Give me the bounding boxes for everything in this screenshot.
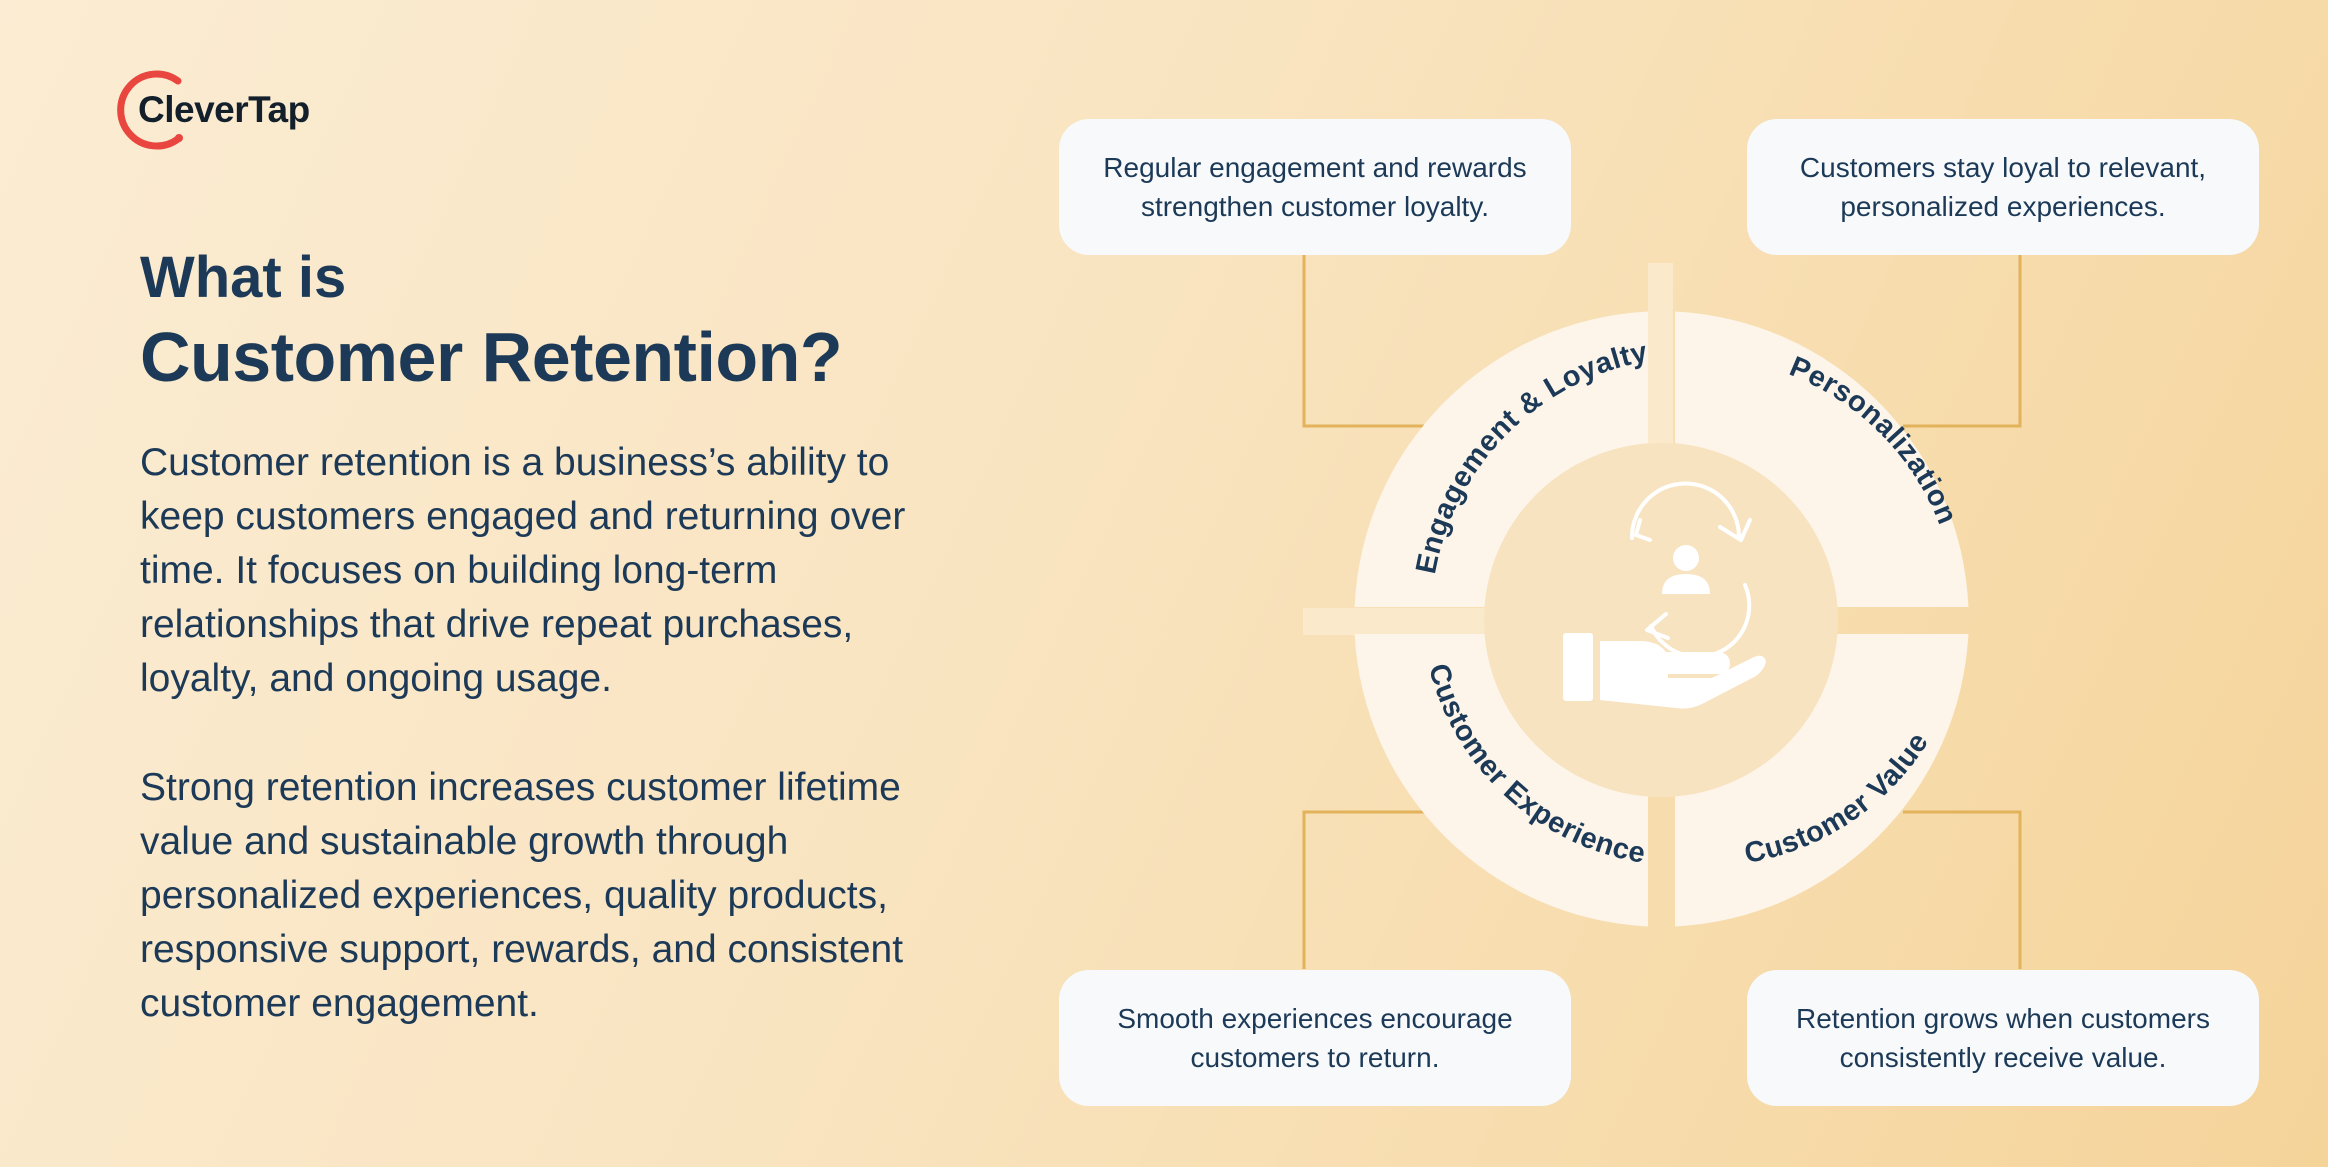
page-title-line1: What is — [140, 245, 347, 310]
intro-paragraph: Customer retention is a business’s abili… — [140, 441, 906, 700]
segment-customer-experience — [1354, 634, 1648, 927]
customer-retention-hand-icon — [1563, 481, 1766, 709]
benefits-paragraph: Strong retention increases customer life… — [140, 766, 904, 1025]
card-text: Smooth experiences encourage customers t… — [1117, 1003, 1513, 1073]
card-text: Regular engagement and rewards strengthe… — [1103, 152, 1527, 222]
clevertap-logo-icon — [117, 70, 183, 150]
segment-customer-value — [1675, 634, 1969, 927]
segment-engagement-loyalty — [1354, 311, 1648, 607]
card-text: Retention grows when customers consisten… — [1796, 1003, 2210, 1073]
segment-personalization — [1675, 311, 1969, 607]
card-text: Customers stay loyal to relevant, person… — [1799, 152, 2207, 222]
brand-logo: CleverTap — [108, 70, 310, 150]
card-customer-value: Retention grows when customers consisten… — [1747, 970, 2259, 1106]
page-title-line2: Customer Retention? — [140, 318, 843, 396]
card-customer-experience: Smooth experiences encourage customers t… — [1059, 970, 1571, 1106]
card-engagement-loyalty: Regular engagement and rewards strengthe… — [1059, 119, 1571, 255]
page-title: What is Customer Retention? — [140, 242, 843, 400]
card-personalization: Customers stay loyal to relevant, person… — [1747, 119, 2259, 255]
connector-lines — [1302, 254, 2022, 969]
brand-name: CleverTap — [138, 89, 310, 130]
